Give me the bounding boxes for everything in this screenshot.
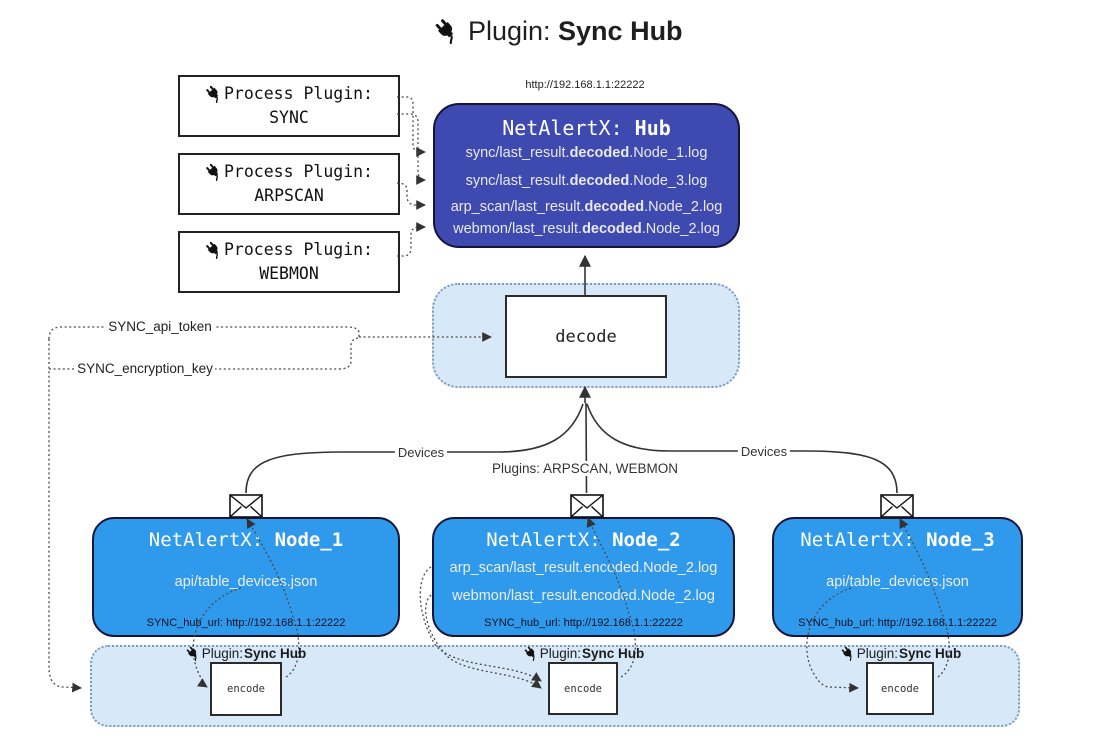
page-title-name: Sync Hub xyxy=(558,16,683,46)
hub-title: NetAlertX: Hub xyxy=(435,116,738,140)
node-line: api/table_devices.json xyxy=(826,574,969,590)
decode-label: decode xyxy=(555,326,617,347)
node-line: webmon/last_result.encoded.Node_2.log xyxy=(452,588,715,604)
process-plugin-webmon-box: Process Plugin: WEBMON xyxy=(178,231,400,293)
process-plugin-label: Process Plugin: xyxy=(223,84,373,104)
hub-title-name: Hub xyxy=(634,116,671,140)
encode-label: encode xyxy=(227,683,265,695)
node-hub-url: SYNC_hub_url: http://192.168.1.1:22222 xyxy=(484,617,683,629)
decode-box: decode xyxy=(505,295,667,378)
encode-box-3: encode xyxy=(866,662,934,715)
process-plugin-arpscan-box: Process Plugin: ARPSCAN xyxy=(178,153,400,215)
plug-icon xyxy=(524,646,539,661)
process-plugin-label: Process Plugin: xyxy=(223,240,373,260)
encode-section-label: Plugin: Sync Hub xyxy=(186,646,306,661)
plug-icon xyxy=(205,85,223,103)
edge-arpscan-to-hub-line3 xyxy=(396,182,426,210)
edge-keys-to-encode-strip xyxy=(48,339,82,693)
hub-log-line: webmon/last_result.decoded.Node_2.log xyxy=(453,221,720,237)
node1-box: NetAlertX: Node_1 api/table_devices.json… xyxy=(92,517,400,637)
hub-log-line: sync/last_result.decoded.Node_3.log xyxy=(465,173,708,189)
devices-left-label: Devices xyxy=(394,445,448,460)
edge-webmon-to-hub-line4 xyxy=(397,222,426,257)
node-title: NetAlertX: Node_2 xyxy=(486,529,681,551)
plug-icon xyxy=(186,646,201,661)
devices-right-label: Devices xyxy=(737,444,791,459)
page-title-prefix: Plugin: xyxy=(467,16,551,46)
node2-box: NetAlertX: Node_2 arp_scan/last_result.e… xyxy=(432,517,735,637)
process-plugin-label: Process Plugin: xyxy=(223,162,373,182)
node-title: NetAlertX: Node_1 xyxy=(148,529,344,551)
process-plugin-name: WEBMON xyxy=(259,264,319,283)
process-plugin-name: SYNC xyxy=(269,108,309,127)
hub-log-line: arp_scan/last_result.decoded.Node_2.log xyxy=(450,199,723,215)
process-plugin-sync-box: Process Plugin: SYNC xyxy=(178,75,400,137)
edge-sync-to-hub-line2 xyxy=(397,113,426,185)
edge-node2-plugins xyxy=(585,402,588,494)
encode-box-2: encode xyxy=(548,662,618,715)
encode-box-1: encode xyxy=(210,662,282,716)
hub-box: NetAlertX: Hub sync/last_result.decoded.… xyxy=(433,103,740,248)
plug-icon xyxy=(205,163,223,181)
envelope-icon xyxy=(229,494,263,518)
node-title: NetAlertX: Node_3 xyxy=(800,529,995,551)
encode-section-label: Plugin: Sync Hub xyxy=(524,646,644,661)
node-line: api/table_devices.json xyxy=(174,574,318,590)
sync-api-token-label: SYNC_api_token xyxy=(106,319,214,334)
edge-sync-to-hub-line1 xyxy=(397,96,426,157)
page-title: Plugin: Sync Hub xyxy=(0,16,1117,47)
node-line: arp_scan/last_result.encoded.Node_2.log xyxy=(449,560,718,576)
encode-label: encode xyxy=(881,682,919,695)
node-hub-url: SYNC_hub_url: http://192.168.1.1:22222 xyxy=(146,617,346,629)
envelope-icon xyxy=(570,494,604,518)
hub-title-prefix: NetAlertX: xyxy=(502,116,635,140)
plugins-mid-label: Plugins: ARPSCAN, WEBMON xyxy=(488,461,682,476)
envelope-icon xyxy=(880,494,914,518)
encode-label: encode xyxy=(564,682,602,695)
hub-log-line: sync/last_result.decoded.Node_1.log xyxy=(465,145,708,161)
node3-box: NetAlertX: Node_3 api/table_devices.json… xyxy=(772,517,1023,637)
hub-url-label: http://192.168.1.1:22222 xyxy=(525,79,645,91)
node-hub-url: SYNC_hub_url: http://192.168.1.1:22222 xyxy=(798,617,997,629)
plug-icon xyxy=(434,18,460,44)
process-plugin-name: ARPSCAN xyxy=(254,186,324,205)
plug-icon xyxy=(205,241,223,259)
sync-encryption-key-label: SYNC_encryption_key xyxy=(75,361,215,376)
plug-icon xyxy=(841,646,856,661)
encode-section-label: Plugin: Sync Hub xyxy=(841,646,961,661)
